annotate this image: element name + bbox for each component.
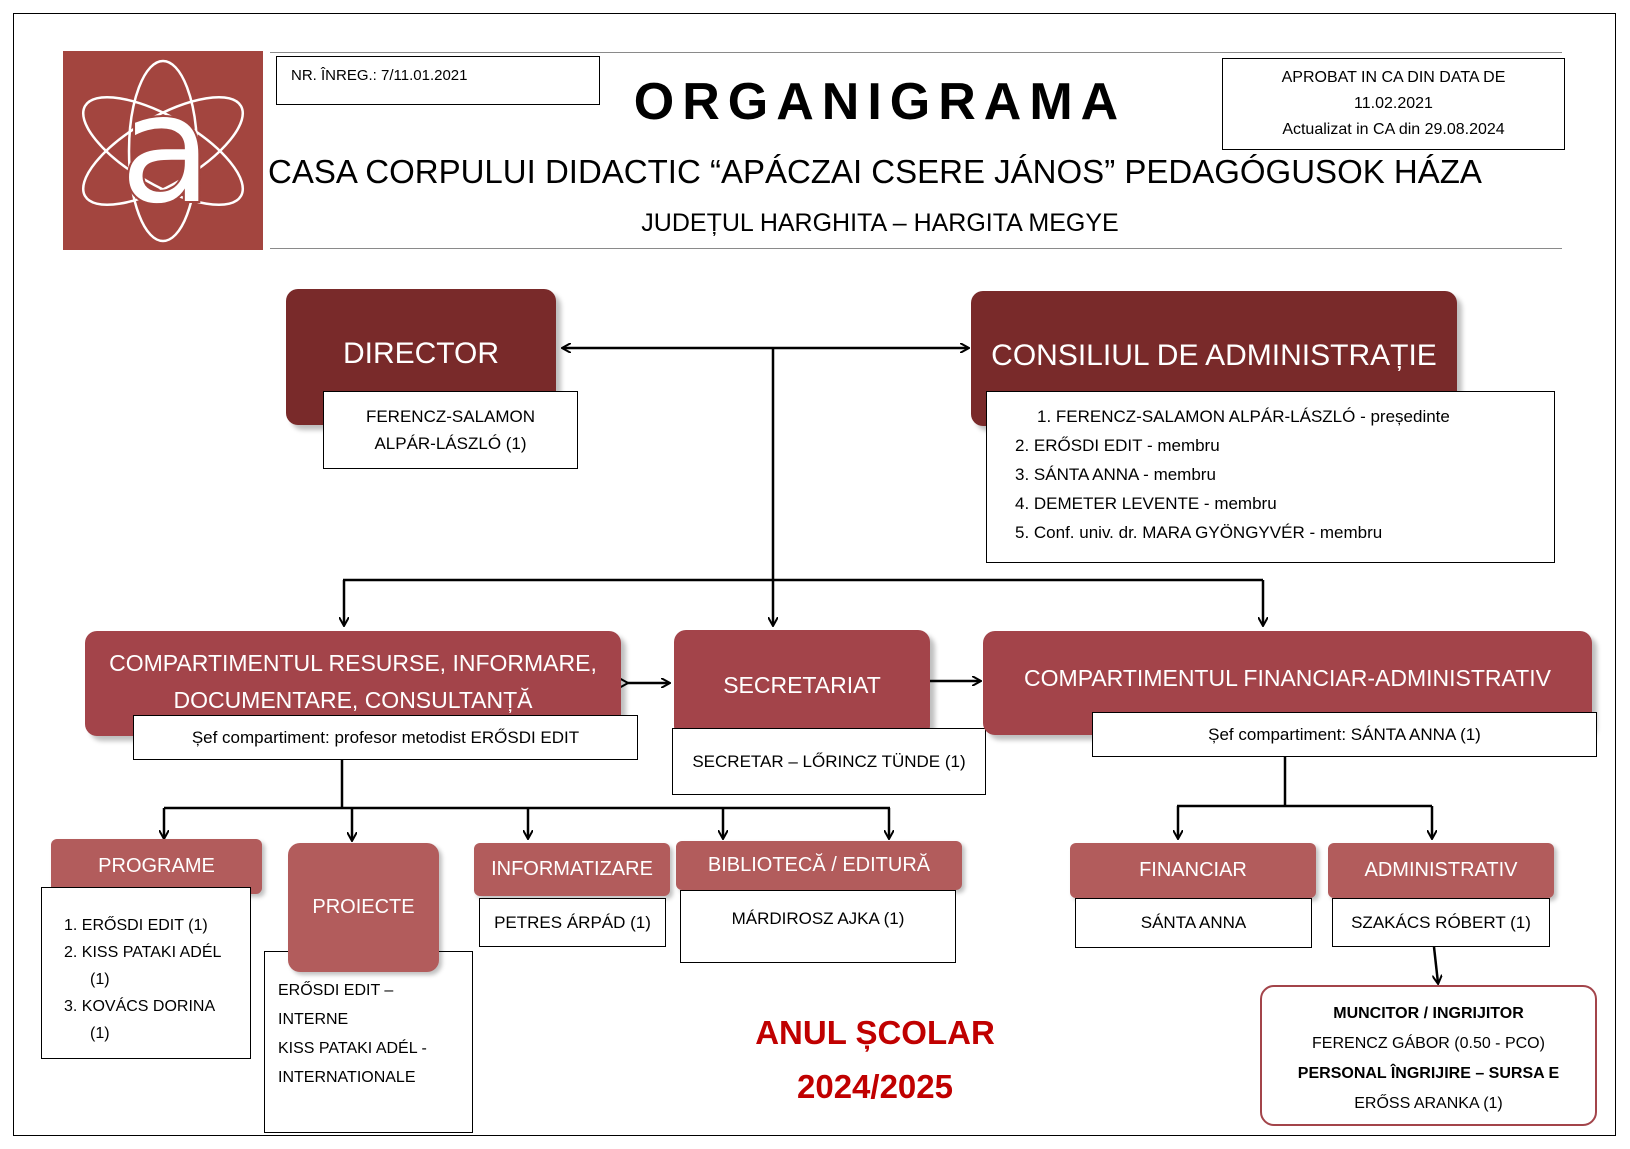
council-member: 1. FERENCZ-SALAMON ALPÁR-LÁSZLÓ - președ… <box>1037 407 1450 426</box>
proiecte-list-box: ERŐSDI EDIT – INTERNE KISS PATAKI ADÉL -… <box>264 951 473 1133</box>
maintenance-staff: FERENCZ GÁBOR (0.50 - PCO) <box>1312 1035 1545 1052</box>
update-line: Actualizat in CA din 29.08.2024 <box>1282 121 1505 138</box>
page-title: ORGANIGRAMA <box>633 73 1127 131</box>
registration-number: NR. ÎNREG.: 7/11.01.2021 <box>291 67 468 84</box>
council-member: 2. ERŐSDI EDIT - membru <box>1015 436 1220 455</box>
council-member: 5. Conf. univ. dr. MARA GYÖNGYVÉR - memb… <box>1015 523 1383 542</box>
proiecte-item: INTERNATIONALE <box>278 1069 416 1086</box>
informatizare-staff-box: PETRES ÁRPÁD (1) <box>479 898 666 947</box>
financiar-staff-box: SÁNTA ANNA <box>1075 898 1312 948</box>
arrow-to-maintenance <box>1434 946 1438 983</box>
school-year-label: ANUL ȘCOLAR <box>755 1014 995 1051</box>
registration-box: NR. ÎNREG.: 7/11.01.2021 <box>276 56 600 105</box>
council-member: 3. SÁNTA ANNA - membru <box>1015 465 1216 484</box>
school-year-value: 2024/2025 <box>797 1068 953 1105</box>
programe-list-box: 1. ERŐSDI EDIT (1) 2. KISS PATAKI ADÉL (… <box>41 887 251 1059</box>
biblioteca-title: BIBLIOTECĂ / EDITURĂ <box>707 854 931 876</box>
programe-item: (1) <box>90 971 110 988</box>
resources-head: Șef compartiment: profesor metodist ERŐS… <box>191 727 580 747</box>
finance-dept-title: COMPARTIMENTUL FINANCIAR-ADMINISTRATIV <box>1024 665 1551 691</box>
school-year: ANUL ȘCOLAR 2024/2025 <box>700 1006 1050 1114</box>
maintenance-box: MUNCITOR / INGRIJITOR FERENCZ GÁBOR (0.5… <box>1260 985 1597 1126</box>
administrativ-staff: SZAKÁCS RÓBERT (1) <box>1351 912 1531 932</box>
director-title: DIRECTOR <box>342 337 500 370</box>
care-staff: ERŐSS ARANKA (1) <box>1354 1095 1503 1112</box>
approval-line: APROBAT IN CA DIN DATA DE <box>1281 69 1506 86</box>
programe-title: PROGRAME <box>98 855 215 877</box>
header-top-rule <box>270 52 1562 53</box>
proiecte-item: KISS PATAKI ADÉL - <box>278 1040 427 1057</box>
page-frame <box>13 13 1616 1136</box>
resources-head-box: Șef compartiment: profesor metodist ERŐS… <box>133 715 638 760</box>
administrativ-box: ADMINISTRATIV <box>1328 843 1554 898</box>
secretariat-box: SECRETARIAT <box>674 630 930 738</box>
logo-letter: a <box>120 63 212 237</box>
director-name-line1: FERENCZ-SALAMON <box>365 407 536 426</box>
council-title: CONSILIUL DE ADMINISTRAȚIE <box>991 339 1437 372</box>
administrativ-staff-box: SZAKÁCS RÓBERT (1) <box>1332 898 1550 947</box>
financiar-box: FINANCIAR <box>1070 843 1316 898</box>
secretariat-title: SECRETARIAT <box>723 672 881 698</box>
informatizare-box: INFORMATIZARE <box>474 843 670 896</box>
programe-item: 3. KOVÁCS DORINA <box>64 998 216 1015</box>
atom-logo-icon: a <box>81 59 245 243</box>
informatizare-title: INFORMATIZARE <box>491 858 653 880</box>
programe-item: (1) <box>90 1025 110 1042</box>
county-name: JUDEȚUL HARGHITA – HARGITA MEGYE <box>641 209 1119 237</box>
biblioteca-staff-box: MÁRDIROSZ AJKA (1) <box>680 890 956 963</box>
informatizare-staff: PETRES ÁRPÁD (1) <box>494 912 651 932</box>
maintenance-role: MUNCITOR / INGRIJITOR <box>1333 1005 1524 1022</box>
biblioteca-staff: MÁRDIROSZ AJKA (1) <box>731 909 905 928</box>
care-staff-role: PERSONAL ÎNGRIJIRE – SURSA E <box>1297 1065 1560 1082</box>
financiar-staff: SÁNTA ANNA <box>1140 913 1247 932</box>
financiar-title: FINANCIAR <box>1139 859 1247 881</box>
director-name-line2: ALPÁR-LÁSZLÓ (1) <box>374 434 527 453</box>
secretariat-staff: SECRETAR – LŐRINCZ TÜNDE (1) <box>692 751 966 771</box>
finance-head-box: Șef compartiment: SÁNTA ANNA (1) <box>1092 712 1597 757</box>
finance-head: Șef compartiment: SÁNTA ANNA (1) <box>1208 724 1481 744</box>
resources-title-line2: DOCUMENTARE, CONSULTANȚĂ <box>173 687 533 713</box>
administrativ-title: ADMINISTRATIV <box>1364 859 1518 881</box>
institution-logo: a <box>63 51 263 250</box>
proiecte-item: INTERNE <box>278 1011 349 1028</box>
biblioteca-box: BIBLIOTECĂ / EDITURĂ <box>676 841 962 890</box>
council-members-box: 1. FERENCZ-SALAMON ALPÁR-LÁSZLÓ - președ… <box>986 391 1555 563</box>
proiecte-box: PROIECTE <box>288 843 439 972</box>
programe-item: 1. ERŐSDI EDIT (1) <box>64 917 208 934</box>
institution-name: CASA CORPULUI DIDACTIC “APÁCZAI CSERE JÁ… <box>268 153 1482 190</box>
council-member: 4. DEMETER LEVENTE - membru <box>1015 494 1277 513</box>
proiecte-item: ERŐSDI EDIT – <box>278 982 394 999</box>
resources-dept-title: COMPARTIMENTUL RESURSE, INFORMARE, DOCUM… <box>85 645 621 719</box>
secretariat-staff-box: SECRETAR – LŐRINCZ TÜNDE (1) <box>672 728 986 795</box>
director-name-box: FERENCZ-SALAMON ALPÁR-LÁSZLÓ (1) <box>323 391 578 469</box>
programe-item: 2. KISS PATAKI ADÉL <box>64 944 222 961</box>
proiecte-title: PROIECTE <box>312 896 415 918</box>
programe-box: PROGRAME <box>51 839 262 894</box>
resources-title-line1: COMPARTIMENTUL RESURSE, INFORMARE, <box>109 650 597 676</box>
header-bottom-rule <box>270 248 1562 249</box>
approval-date: 11.02.2021 <box>1354 95 1433 112</box>
approval-box: APROBAT IN CA DIN DATA DE 11.02.2021 Act… <box>1222 58 1565 150</box>
